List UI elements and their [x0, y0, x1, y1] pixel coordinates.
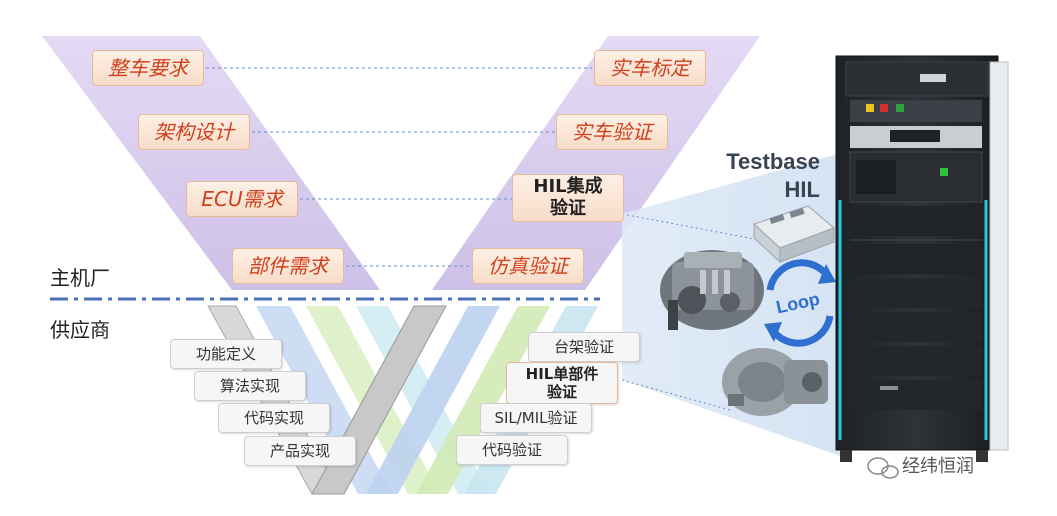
engine-image — [660, 250, 764, 330]
beam-edge-top — [621, 213, 761, 241]
hil-rack-image — [835, 55, 1009, 462]
supplier-right-box-3: SIL/MIL验证 — [480, 403, 592, 433]
oem-left-box-4: 部件需求 — [232, 248, 344, 284]
watermark-text: 经纬恒润 — [902, 456, 974, 477]
supplier-left-box-4: 产品实现 — [244, 436, 356, 466]
oem-right-box-3: HIL集成 验证 — [512, 174, 624, 222]
strip-blue-right — [366, 306, 500, 494]
supplier-left-box-2: 算法实现 — [194, 371, 306, 401]
oem-right-box-2: 实车验证 — [556, 114, 668, 150]
ecu-image — [753, 205, 835, 264]
supplier-right-box-2: HIL单部件 验证 — [506, 362, 618, 404]
oem-label: 主机厂 — [50, 266, 110, 290]
right-oem-band — [432, 36, 760, 290]
oem-left-box-1: 整车要求 — [92, 50, 204, 86]
beam-edge-bottom — [621, 379, 731, 411]
supplier-left-box-1: 功能定义 — [170, 339, 282, 369]
hil-title: Testbase HIL — [726, 149, 820, 202]
transmission-image — [722, 348, 828, 416]
oem-left-box-2: 架构设计 — [138, 114, 250, 150]
supplier-left-box-3: 代码实现 — [218, 403, 330, 433]
supplier-label: 供应商 — [50, 318, 110, 342]
wechat-icon — [867, 457, 899, 479]
oem-right-box-4: 仿真验证 — [472, 248, 584, 284]
oem-left-box-3: ECU需求 — [186, 181, 298, 217]
oem-right-box-1: 实车标定 — [594, 50, 706, 86]
supplier-right-box-1: 台架验证 — [528, 332, 640, 362]
strip-green-right — [416, 306, 550, 494]
loop-icon — [764, 259, 836, 347]
left-oem-band — [42, 36, 380, 290]
supplier-right-box-4: 代码验证 — [456, 435, 568, 465]
